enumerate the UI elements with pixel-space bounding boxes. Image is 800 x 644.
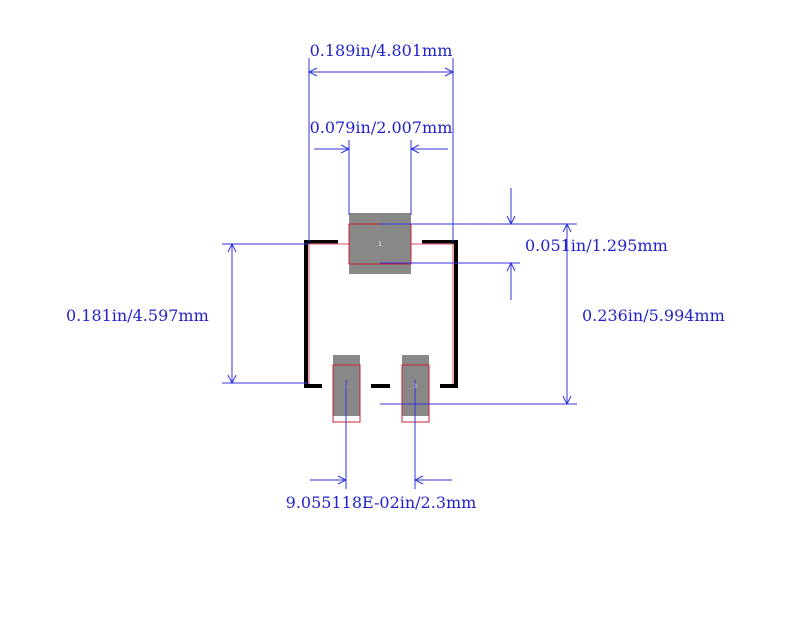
top-pad-number: 1 [378, 241, 382, 248]
dimension-overall-height: 0.236in/5.994mm [380, 222, 725, 406]
top-pad-height-label: 0.051in/1.295mm [525, 236, 668, 255]
overall-height-label: 0.236in/5.994mm [582, 306, 725, 325]
overall-width-label: 0.189in/4.801mm [310, 41, 453, 60]
dimension-top-pad-width: 0.079in/2.007mm [310, 118, 453, 215]
dimension-top-pad-height: 0.051in/1.295mm [380, 188, 668, 300]
pin-pitch-label: 9.055118E-02in/2.3mm [286, 493, 477, 512]
dimension-pin-pitch: 9.055118E-02in/2.3mm [286, 380, 477, 512]
silkscreen-outline [304, 240, 458, 388]
dimension-body-height: 0.181in/4.597mm [66, 242, 309, 385]
dimension-overall-width: 0.189in/4.801mm [307, 41, 455, 242]
top-pad-width-label: 0.079in/2.007mm [310, 118, 453, 137]
top-pad: 1 [348, 213, 412, 274]
body-height-label: 0.181in/4.597mm [66, 306, 209, 325]
body-outline [308, 243, 454, 384]
